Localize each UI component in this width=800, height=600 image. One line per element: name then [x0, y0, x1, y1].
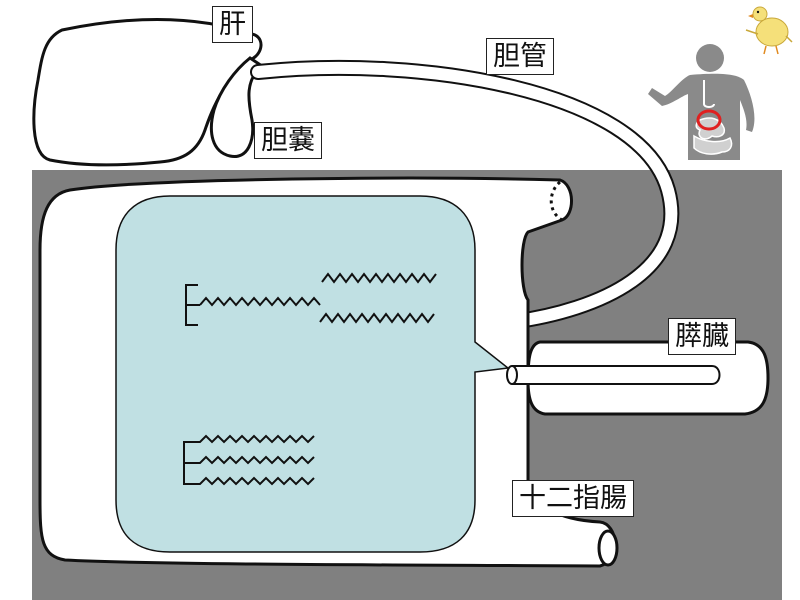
pancreatic-duct-opening — [506, 365, 518, 385]
triglyceride-symbol-lower — [183, 434, 315, 486]
label-pancreas: 膵臓 — [668, 318, 736, 355]
duodenum-end-opening — [597, 529, 619, 567]
human-body-icon — [648, 44, 755, 160]
duodenum-lumen-region — [115, 195, 510, 553]
fatty-acid-chain-bottom — [319, 312, 435, 324]
pancreatic-duct — [512, 365, 721, 385]
label-bile-duct: 胆管 — [486, 38, 554, 75]
label-liver: 肝 — [212, 6, 253, 43]
label-duodenum: 十二指腸 — [512, 480, 634, 517]
fatty-acid-chain-top — [321, 272, 437, 284]
bile-duct-lumen — [252, 61, 678, 328]
gallbladder-shape — [209, 56, 265, 158]
highlight-circle-icon — [696, 109, 722, 131]
molecule-symbol-upper — [185, 284, 321, 326]
pylorus-dashed-line — [549, 180, 563, 222]
label-gallbladder: 胆嚢 — [254, 122, 322, 159]
chick-mascot-icon — [745, 6, 793, 55]
